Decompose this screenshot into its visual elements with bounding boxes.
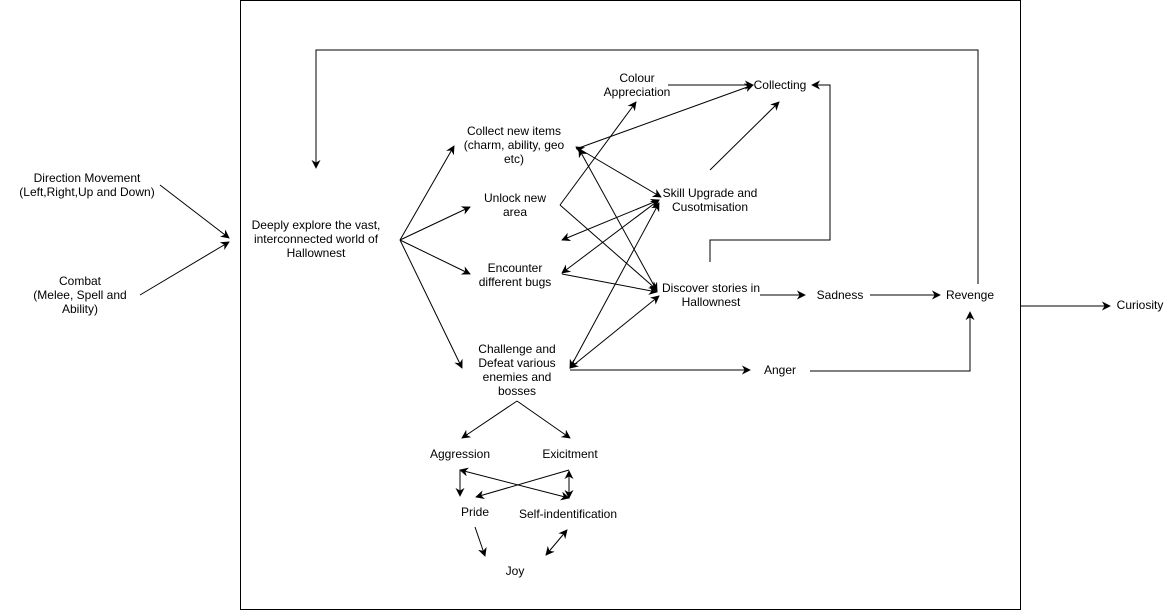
node-label-line: Sadness xyxy=(817,288,864,302)
edge-explore-to-unlock-area xyxy=(399,206,471,241)
node-label-line: Appreciation xyxy=(604,85,671,99)
node-collecting[interactable]: Collecting xyxy=(754,78,807,92)
node-label-line: area xyxy=(503,205,527,219)
node-label-line: Challenge and xyxy=(478,342,555,356)
node-label-line: enemies and xyxy=(483,370,552,384)
edge-aggression-to-self-identification xyxy=(459,467,570,501)
node-label-line: Curiosity xyxy=(1117,298,1164,312)
node-pride[interactable]: Pride xyxy=(461,505,489,519)
edge-challenge-to-discover-stories xyxy=(569,295,660,369)
node-curiosity[interactable]: Curiosity xyxy=(1117,298,1164,312)
edge-skill-upgrade-to-collecting xyxy=(709,101,780,171)
edge-excitement-to-pride xyxy=(475,469,570,500)
node-label-line: Combat xyxy=(59,274,102,288)
node-explore[interactable]: Deeply explore the vast,interconnected w… xyxy=(252,218,381,260)
node-label-line: Ability) xyxy=(62,302,98,316)
edge-discover-stories-to-collecting xyxy=(709,80,831,262)
node-label-line: interconnected world of xyxy=(254,232,379,246)
node-aggression[interactable]: Aggression xyxy=(430,447,490,461)
node-label-line: Hallownest xyxy=(682,295,741,309)
node-label-line: Anger xyxy=(764,363,796,377)
edge-encounter-bugs-to-discover-stories xyxy=(561,273,658,295)
edge-collect-items-to-skill-upgrade xyxy=(575,146,662,198)
node-label-line: Pride xyxy=(461,505,489,519)
node-sadness[interactable]: Sadness xyxy=(817,288,864,302)
edge-collect-items-to-discover-stories xyxy=(578,148,658,292)
edge-revenge-to-explore xyxy=(311,49,979,284)
node-label-line: (charm, ability, geo xyxy=(464,138,565,152)
node-label-line: Unlock new xyxy=(484,191,546,205)
node-label-line: Encounter xyxy=(488,261,543,275)
node-direction-movement[interactable]: Direction Movement(Left,Right,Up and Dow… xyxy=(19,171,154,199)
node-label-line: Collecting xyxy=(754,78,807,92)
edge-explore-to-encounter-bugs xyxy=(399,239,471,275)
edge-direction-movement-to-explore xyxy=(159,184,230,239)
edge-self-identification-to-joy xyxy=(545,529,568,556)
node-label-line: Discover stories in xyxy=(662,281,760,295)
node-label-line: etc) xyxy=(504,152,524,166)
node-label-line: Skill Upgrade and xyxy=(663,186,758,200)
edge-combat-to-explore xyxy=(139,241,230,296)
node-label-line: Collect new items xyxy=(467,124,561,138)
node-label-line: Colour xyxy=(619,71,654,85)
edge-anger-to-revenge xyxy=(810,311,975,372)
edge-challenge-to-excitement xyxy=(516,400,571,439)
edge-challenge-to-aggression xyxy=(461,400,518,439)
node-label-line: Joy xyxy=(506,564,525,578)
node-label-line: (Melee, Spell and xyxy=(33,288,126,302)
node-label-line: Cusotmisation xyxy=(672,200,748,214)
edge-collect-items-to-collecting xyxy=(575,83,754,150)
node-self-identification[interactable]: Self-indentification xyxy=(519,507,617,521)
node-anger[interactable]: Anger xyxy=(764,363,796,377)
node-label-line: bosses xyxy=(498,384,536,398)
node-label-line: Exicitment xyxy=(542,447,598,461)
node-label-line: different bugs xyxy=(479,275,552,289)
node-label-line: Hallownest xyxy=(287,246,346,260)
node-revenge[interactable]: Revenge xyxy=(946,288,994,302)
node-label-line: Deeply explore the vast, xyxy=(252,218,381,232)
node-label-line: Defeat various xyxy=(478,356,555,370)
node-label-line: Aggression xyxy=(430,447,490,461)
edge-explore-to-collect-items xyxy=(399,145,455,241)
edge-unlock-area-to-discover-stories xyxy=(559,204,658,291)
edge-challenge-to-skill-upgrade xyxy=(569,202,660,369)
node-label-line: Self-indentification xyxy=(519,507,617,521)
node-label-line: Direction Movement xyxy=(34,171,141,185)
node-excitement[interactable]: Exicitment xyxy=(542,447,598,461)
node-label-line: Revenge xyxy=(946,288,994,302)
edge-skill-upgrade-to-encounter-bugs xyxy=(561,199,660,274)
edge-unlock-area-to-colour-appreciation xyxy=(559,101,637,206)
outer-frame xyxy=(240,0,1021,610)
edge-explore-to-challenge xyxy=(399,239,463,369)
edge-pride-to-joy xyxy=(474,526,487,557)
node-label-line: (Left,Right,Up and Down) xyxy=(19,185,154,199)
node-joy[interactable]: Joy xyxy=(506,564,525,578)
